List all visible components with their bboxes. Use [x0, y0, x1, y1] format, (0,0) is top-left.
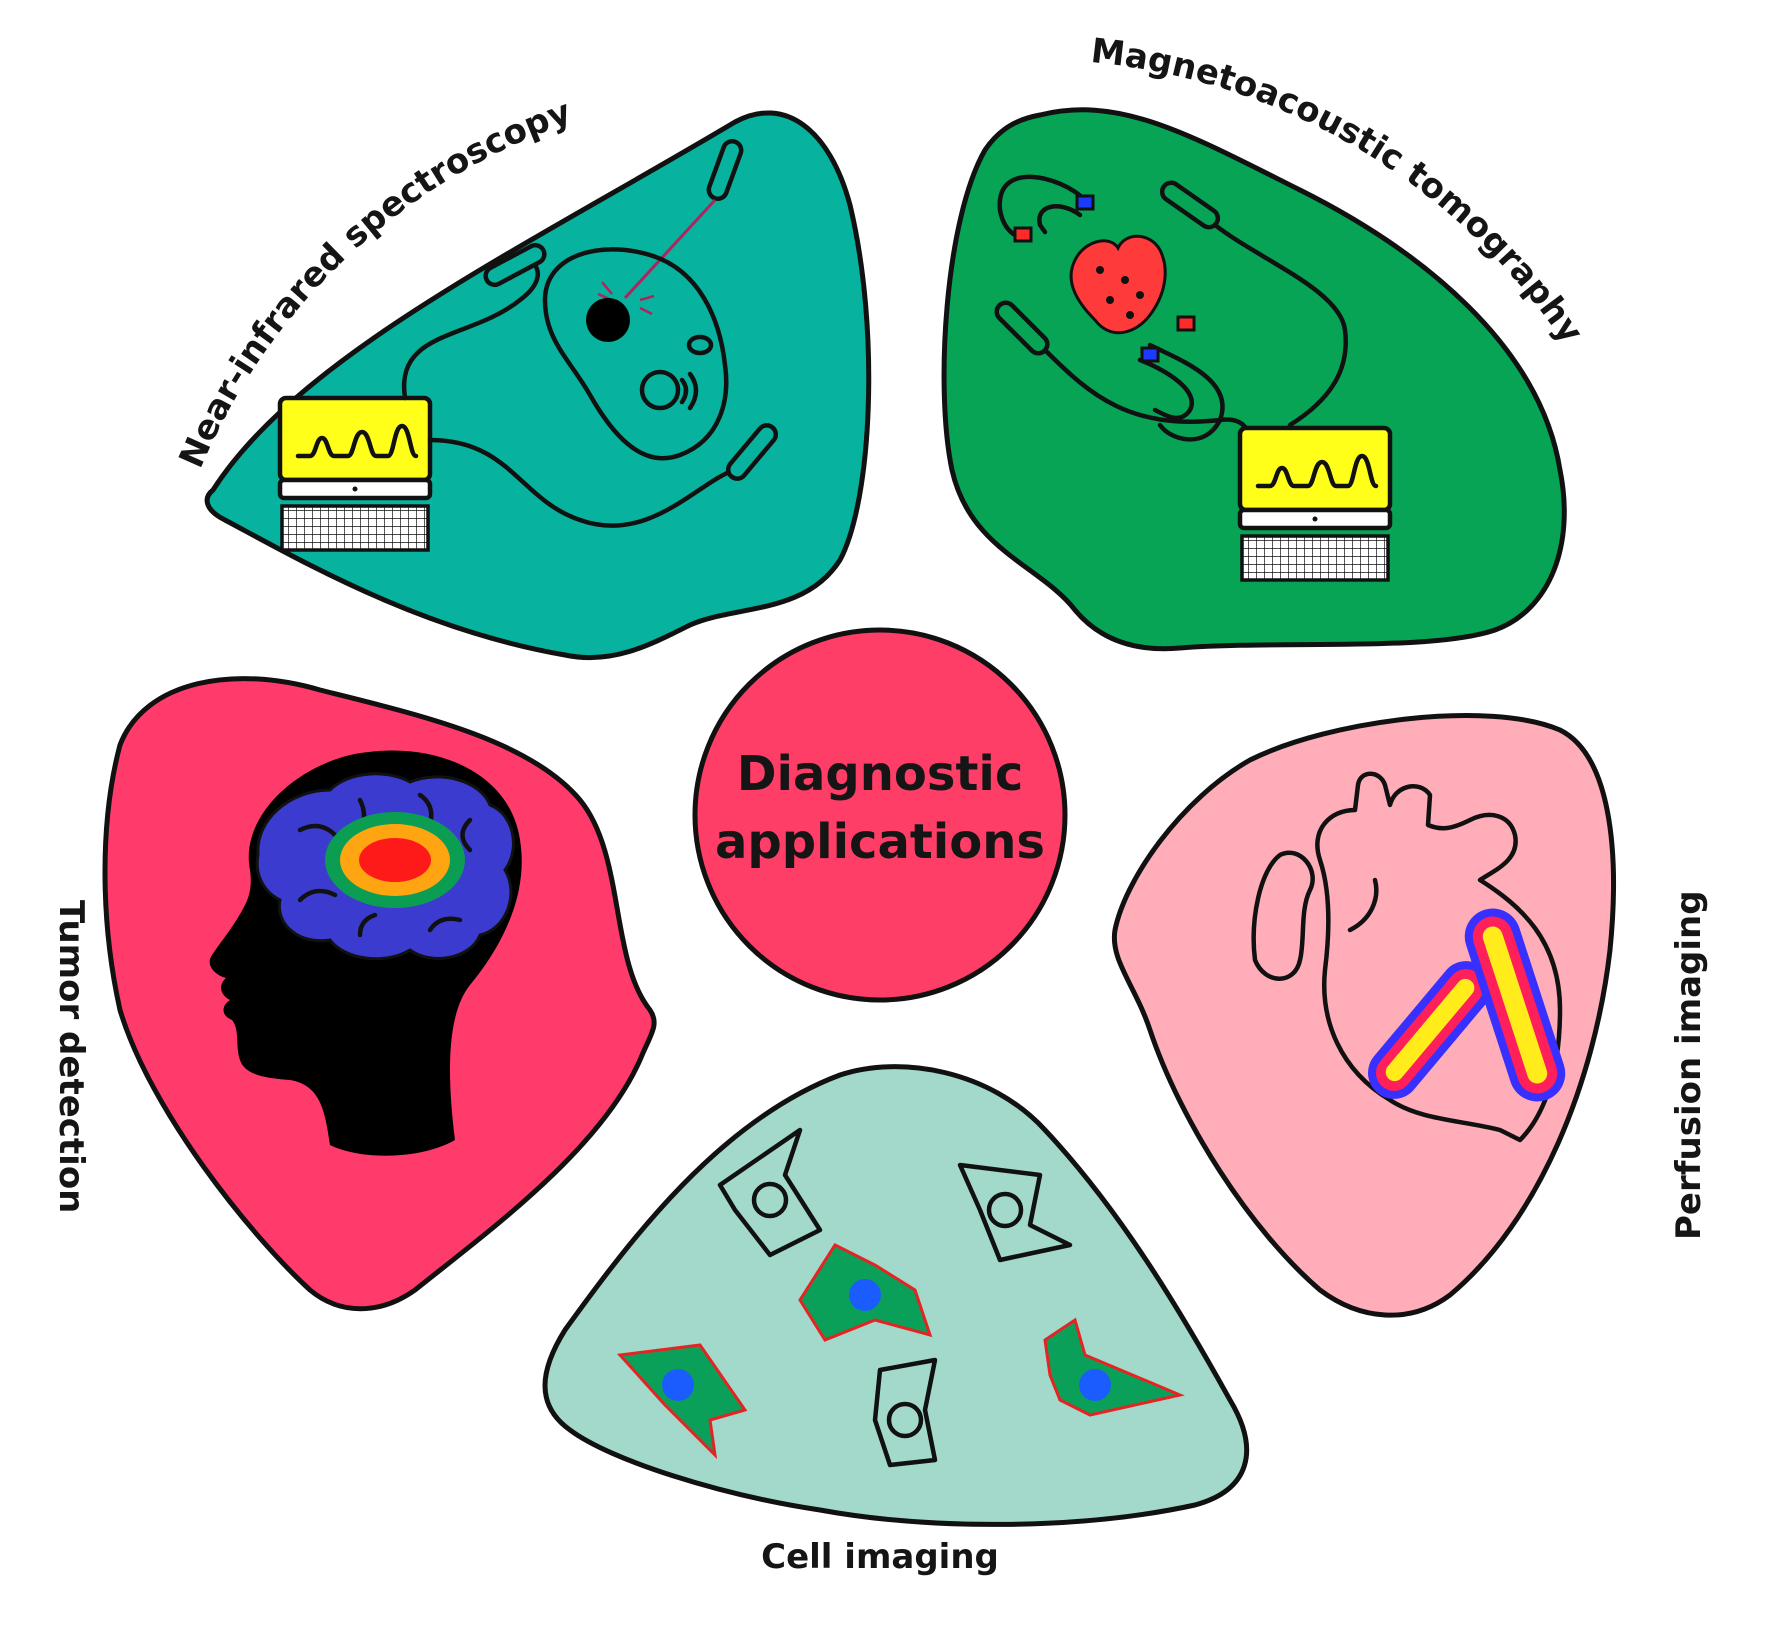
- tumor-label: Tumor detection: [51, 900, 91, 1213]
- section-perf: Perfusion imaging: [1111, 713, 1709, 1318]
- cell-icon: [717, 1127, 1073, 1468]
- probe-icon: [483, 139, 779, 481]
- nirs-scatter: [597, 281, 655, 325]
- section-cell: Cell imaging: [542, 1064, 1250, 1577]
- perf-panel: [1111, 713, 1616, 1318]
- fluorescent-cell-icon: [616, 1243, 1185, 1460]
- center-title-line2: applications: [715, 814, 1045, 870]
- center-title-line1: Diagnostic: [737, 746, 1024, 802]
- heart-icon: [1069, 234, 1167, 335]
- laptop-icon: [277, 395, 433, 552]
- center-hub: Diagnostic applications: [692, 627, 1068, 1003]
- cell-icon: [542, 247, 729, 461]
- nirs-cable-2: [427, 437, 738, 528]
- cell-label: Cell imaging: [761, 1537, 999, 1577]
- laptop-icon: [1237, 425, 1393, 582]
- section-tumor: Tumor detection: [51, 676, 657, 1312]
- nirs-laser: [623, 198, 717, 300]
- tumor-heatmap-icon: [325, 812, 465, 908]
- section-mat: Magnetoacoustic tomography: [941, 31, 1591, 652]
- section-nirs: Near-infrared spectroscopy: [171, 92, 872, 661]
- magnet-icon: [997, 174, 1225, 442]
- perfusion-heart-icon: [1251, 771, 1566, 1143]
- nirs-panel: [204, 110, 872, 661]
- perf-label: Perfusion imaging: [1669, 890, 1709, 1240]
- mat-cable-1: [1212, 222, 1348, 428]
